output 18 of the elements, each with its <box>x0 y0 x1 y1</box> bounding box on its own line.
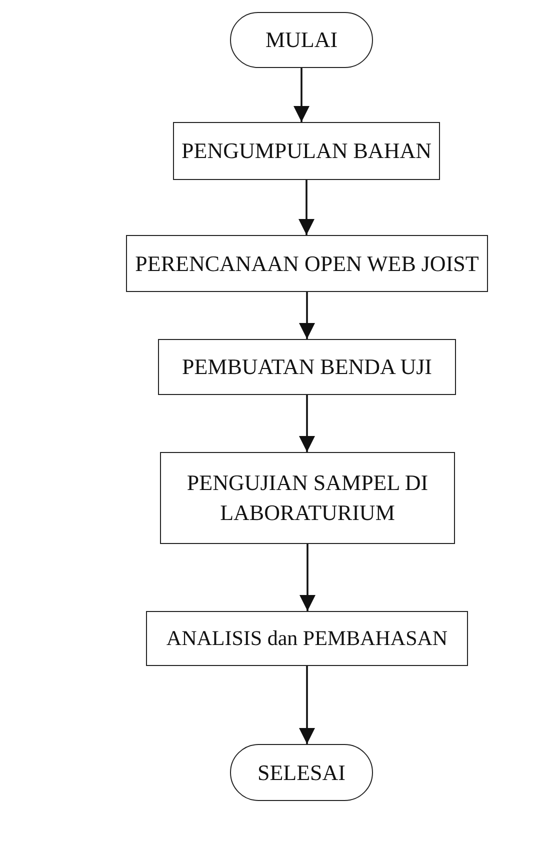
node-label: PERENCANAAN OPEN WEB JOIST <box>134 250 480 278</box>
node-label: PENGUMPULAN BAHAN <box>180 137 432 166</box>
node-label: MULAI <box>264 26 339 54</box>
arrow <box>299 292 315 339</box>
process-box <box>158 339 456 395</box>
process-box <box>126 235 488 292</box>
node-label: ANALISIS dan PEMBAHASAN <box>165 625 449 652</box>
node-label: PENGUJIAN SAMPEL DI LABORATURIUM <box>186 469 430 527</box>
process-box <box>146 611 468 666</box>
node-label: SELESAI <box>256 758 346 787</box>
arrow <box>300 544 316 611</box>
arrow <box>299 395 315 452</box>
process-box <box>173 122 440 180</box>
arrow <box>294 68 310 122</box>
arrow <box>299 666 315 744</box>
arrow <box>298 180 314 235</box>
process-box <box>160 452 455 544</box>
node-label: PEMBUATAN BENDA UJI <box>180 353 434 382</box>
